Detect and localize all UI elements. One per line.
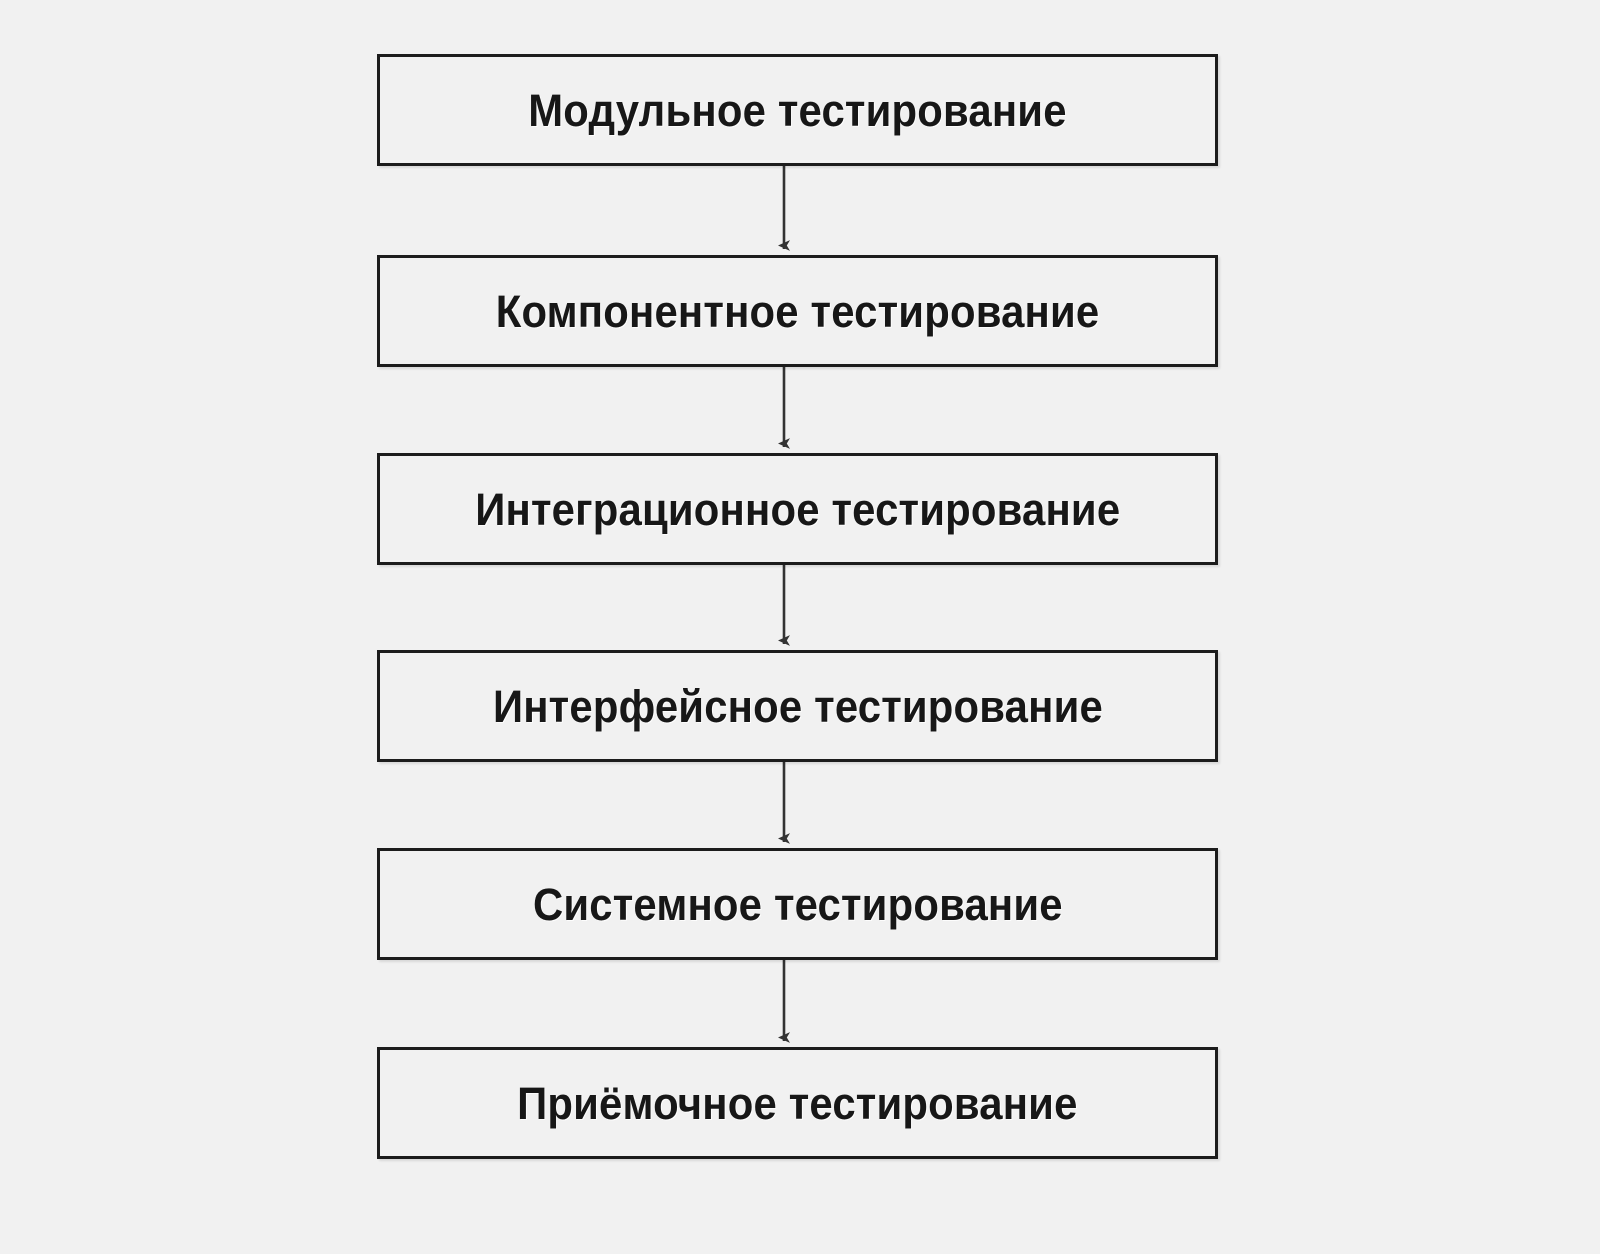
flow-node-interface[interactable]: Интерфейсное тестирование: [377, 650, 1218, 762]
flow-node-label: Компонентное тестирование: [495, 285, 1100, 337]
flow-node-label: Приёмочное тестирование: [517, 1077, 1078, 1129]
flow-node-integration[interactable]: Интеграционное тестирование: [377, 453, 1218, 565]
flow-node-system[interactable]: Системное тестирование: [377, 848, 1218, 960]
flow-node-label: Системное тестирование: [532, 878, 1063, 930]
flow-node-acceptance[interactable]: Приёмочное тестирование: [377, 1047, 1218, 1159]
flow-node-label: Модульное тестирование: [528, 84, 1067, 136]
flow-node-unit[interactable]: Модульное тестирование: [377, 54, 1218, 166]
flow-node-label: Интерфейсное тестирование: [492, 680, 1103, 732]
flow-node-label: Интеграционное тестирование: [474, 483, 1121, 535]
flow-node-component[interactable]: Компонентное тестирование: [377, 255, 1218, 367]
